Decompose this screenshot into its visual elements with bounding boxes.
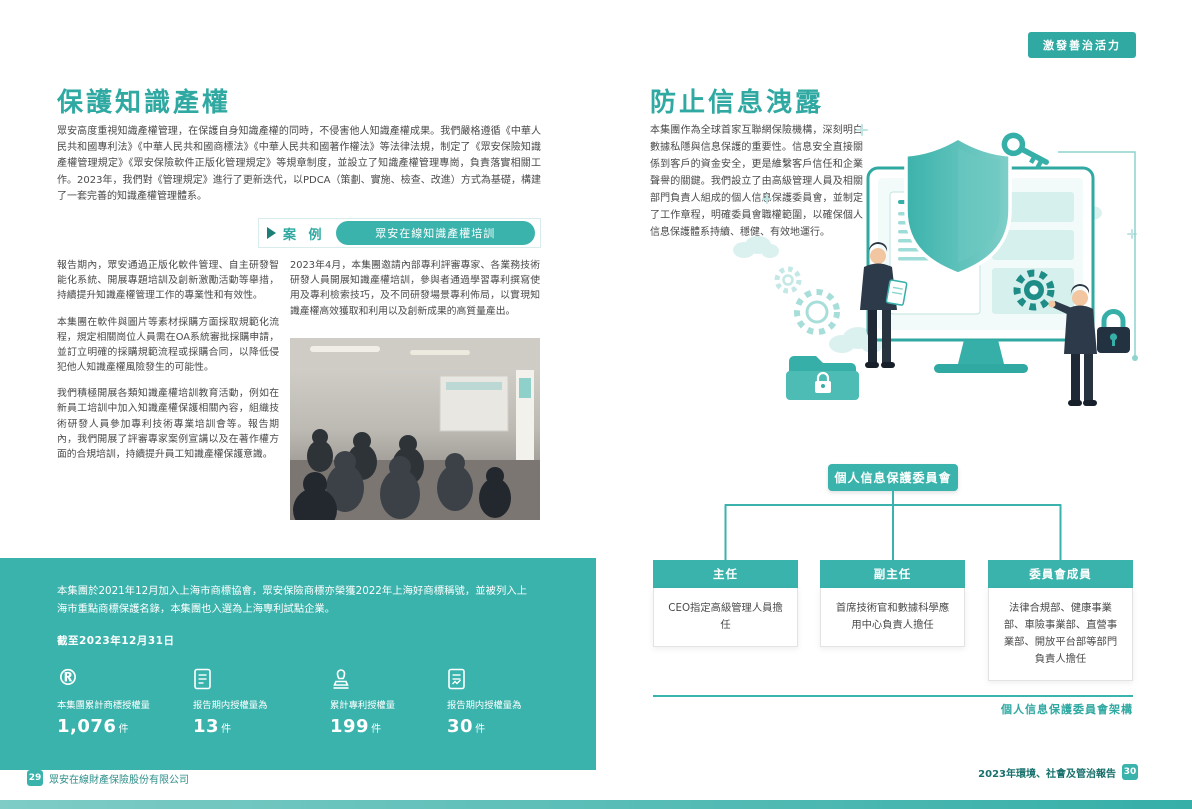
bottom-accent-bar (0, 800, 1192, 809)
role-box-director: 主任 CEO指定高級管理人員擔任 (653, 560, 798, 647)
right-intro-paragraph: 本集團作為全球首家互聯網保險機構，深刻明白數據私隱與信息保護的重要性。信息安全直… (650, 125, 863, 238)
key-icon (1001, 132, 1050, 170)
body-paragraph: 報告期內，眾安通過正版化軟件管理、自主研發智能化系統、開展專題培訓及創新激勵活動… (57, 260, 279, 302)
highlight-block: 本集團於2021年12月加入上海市商標協會，眾安保險商標亦榮獲2022年上海好商… (0, 558, 596, 770)
padlock-icon (1097, 309, 1130, 353)
case-callout: 案 例 眾安在線知識產權培訓 (258, 218, 541, 248)
left-text-column: 報告期內，眾安通過正版化軟件管理、自主研發智能化系統、開展專題培訓及創新激勵活動… (57, 258, 279, 473)
org-chart-connectors (724, 491, 1062, 560)
footer-right: 2023年環境、社會及管治報告 30 (978, 764, 1138, 780)
stat-label: 累計專利授權量 (330, 700, 396, 711)
case-body-paragraph: 2023年4月，本集團邀請內部專利評審專家、各業務技術研發人員開展知識產權培訓，… (290, 260, 540, 317)
org-chart-caption: 個人信息保護委員會架構 (1001, 703, 1133, 716)
monitor-icon (866, 166, 1095, 373)
page-title-right: 防止信息洩露 (650, 88, 825, 118)
role-box-deputy-director: 副主任 首席技術官和數據科學應用中心負責人擔任 (820, 560, 965, 647)
committee-title-pill: 個人信息保護委員會 (828, 464, 958, 491)
chevron-right-icon (267, 227, 276, 239)
case-title-pill: 眾安在線知識產權培訓 (335, 221, 535, 245)
patent-stamp-icon (330, 666, 447, 690)
role-box-members: 委員會成員 法律合規部、健康事業部、車險事業部、直營事業部、開放平台部等部門負責… (988, 560, 1133, 681)
body-paragraph: 我們積極開展各類知識產權培訓教育活動，例如在新員工培訓中加入知識產權保護相關內容… (57, 388, 279, 460)
company-name: 眾安在線財產保險股份有限公司 (49, 774, 189, 786)
document-icon (193, 666, 330, 690)
highlight-text: 本集團於2021年12月加入上海市商標協會，眾安保險商標亦榮獲2022年上海好商… (57, 585, 527, 615)
stat-label: 报告期内授權量為 (193, 700, 268, 711)
person-right-illustration (1048, 284, 1097, 406)
report-icon (447, 666, 557, 690)
stat-label: 本集團累計商標授權量 (57, 700, 150, 711)
role-title: 主任 (653, 560, 798, 588)
case-text-column: 2023年4月，本集團邀請內部專利評審專家、各業務技術研發人員開展知識產權培訓，… (290, 258, 540, 319)
gear-outline-icon (774, 266, 840, 335)
left-intro-paragraph: 眾安高度重視知識產權管理，在保護自身知識產權的同時，不侵害他人知識產權成果。我們… (57, 126, 541, 202)
role-members: 首席技術官和數據科學應用中心負責人擔任 (820, 588, 965, 647)
section-badge: 激發善治活力 (1028, 32, 1136, 58)
role-members: CEO指定高級管理人員擔任 (653, 588, 798, 647)
shield-icon (904, 135, 1012, 276)
registered-trademark-icon: ® (57, 666, 79, 691)
locked-folder-icon (786, 356, 859, 400)
stat-label: 报告期内授權量為 (447, 700, 522, 711)
gear-icon (1013, 269, 1055, 311)
person-left-illustration (860, 242, 908, 368)
chart-divider (653, 695, 1133, 697)
case-label: 案 例 (283, 227, 326, 243)
role-title: 委員會成員 (988, 560, 1133, 588)
body-paragraph: 本集團在軟件與圖片等素材採購方面採取規範化流程，規定相關崗位人員需在OA系統審批… (57, 316, 279, 374)
page-number-left: 29 (27, 770, 43, 786)
case-photo (290, 338, 540, 520)
footer-left: 29 眾安在線財產保險股份有限公司 (27, 770, 189, 786)
role-title: 副主任 (820, 560, 965, 588)
page-title-left: 保護知識產權 (57, 88, 232, 118)
report-title: 2023年環境、社會及管治報告 (978, 768, 1116, 780)
as-of-date: 截至2023年12月31日 (57, 635, 175, 647)
page-number-right: 30 (1122, 764, 1138, 780)
role-members: 法律合規部、健康事業部、車險事業部、直營事業部、開放平台部等部門負責人擔任 (988, 588, 1133, 681)
